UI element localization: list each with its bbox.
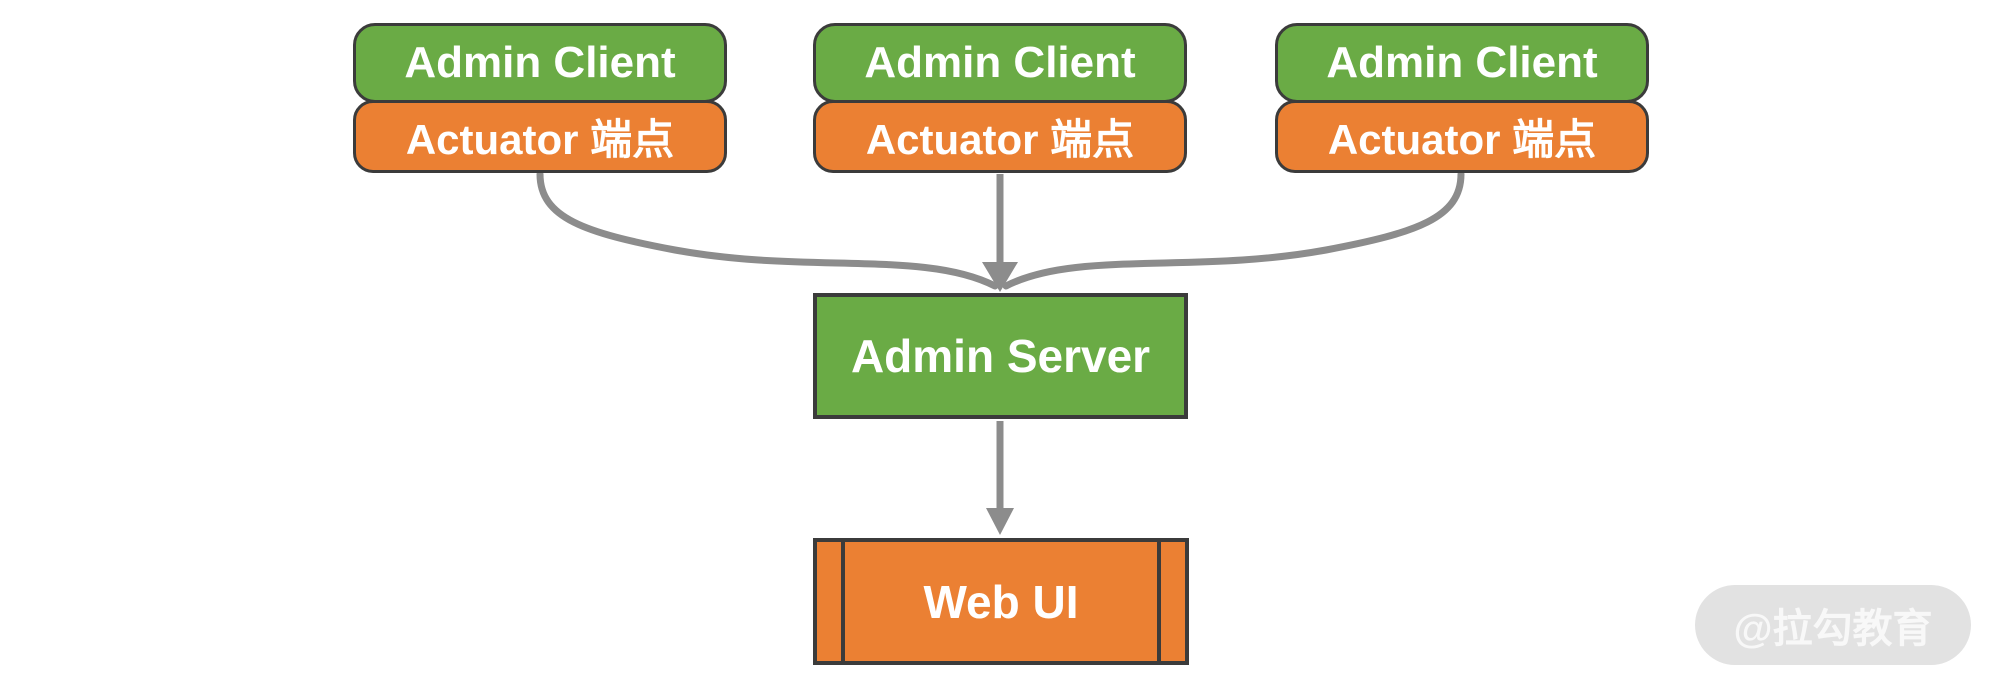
admin-client-3-title: Admin Client xyxy=(1326,38,1598,87)
admin-client-1-title: Admin Client xyxy=(404,38,676,87)
node-admin-server: Admin Server xyxy=(813,293,1188,419)
admin-client-3-subtitle: Actuator 端点 xyxy=(1327,116,1597,163)
node-admin-client-1: Admin Client Actuator 端点 xyxy=(353,23,727,173)
admin-client-2-header: Admin Client xyxy=(813,23,1187,103)
arrowhead-into-webui xyxy=(986,508,1014,535)
arrowhead-into-server xyxy=(982,262,1018,292)
node-web-ui: Web UI xyxy=(813,538,1189,665)
watermark-badge: @拉勾教育 xyxy=(1695,585,1971,665)
admin-client-2-subtitle: Actuator 端点 xyxy=(865,116,1135,163)
web-ui-left-bar xyxy=(841,542,845,661)
node-admin-client-2: Admin Client Actuator 端点 xyxy=(813,23,1187,173)
admin-server-label: Admin Server xyxy=(850,330,1151,382)
admin-client-3-actuator-endpoint: Actuator 端点 xyxy=(1275,100,1649,173)
admin-client-1-actuator-endpoint: Actuator 端点 xyxy=(353,100,727,173)
watermark-text: @拉勾教育 xyxy=(1733,607,1933,651)
admin-client-2-title: Admin Client xyxy=(864,38,1136,87)
web-ui-right-bar xyxy=(1157,542,1161,661)
web-ui-label: Web UI xyxy=(923,575,1079,628)
admin-client-2-actuator-endpoint: Actuator 端点 xyxy=(813,100,1187,173)
admin-client-1-subtitle: Actuator 端点 xyxy=(405,116,675,163)
connector-client1-to-server xyxy=(536,170,999,290)
admin-client-1-header: Admin Client xyxy=(353,23,727,103)
connector-client3-to-server xyxy=(1002,170,1465,290)
node-admin-client-3: Admin Client Actuator 端点 xyxy=(1275,23,1649,173)
admin-client-3-header: Admin Client xyxy=(1275,23,1649,103)
